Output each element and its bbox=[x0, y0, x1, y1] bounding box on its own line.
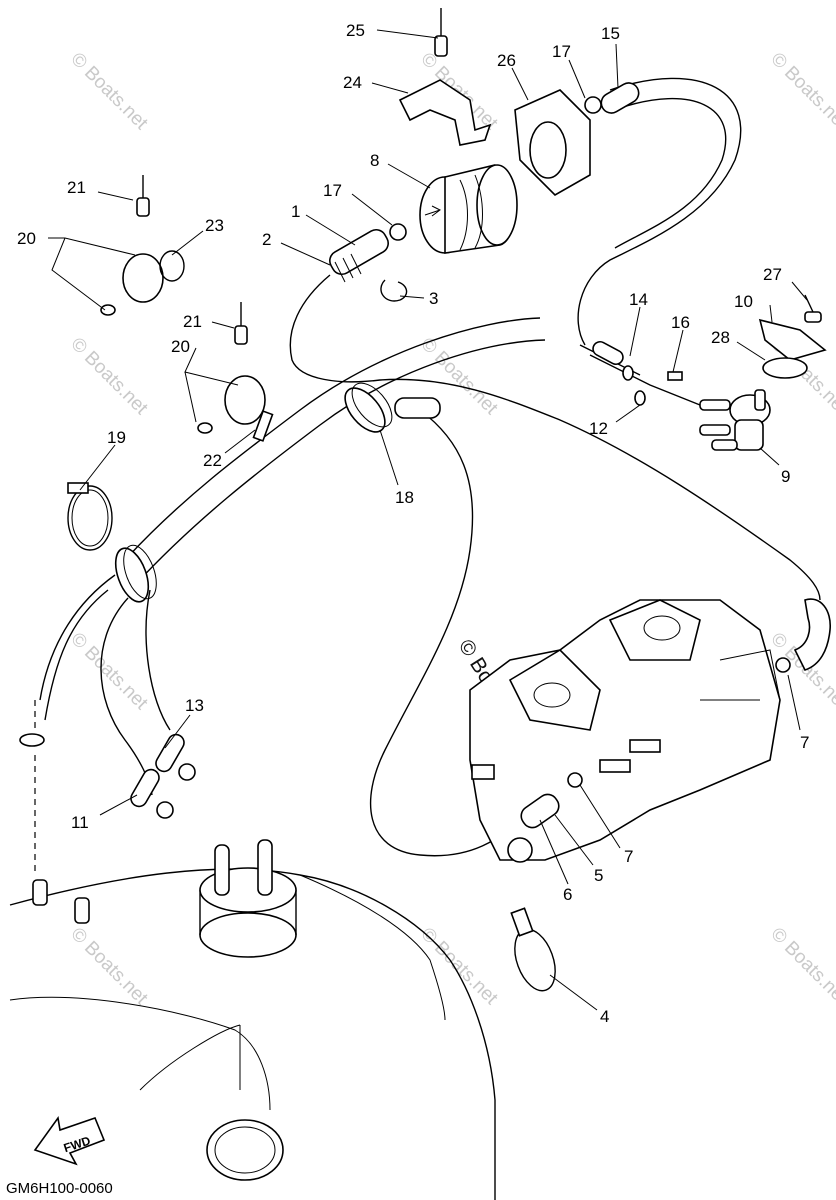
callout-17[interactable]: 17 bbox=[552, 42, 571, 61]
callout-22[interactable]: 22 bbox=[203, 451, 222, 470]
fuel-tank bbox=[9, 839, 496, 1200]
callout-25[interactable]: 25 bbox=[346, 21, 365, 40]
callout-18[interactable]: 18 bbox=[395, 488, 414, 507]
callout-6[interactable]: 6 bbox=[563, 885, 572, 904]
callout-15[interactable]: 15 bbox=[601, 24, 620, 43]
callout-2[interactable]: 2 bbox=[262, 230, 271, 249]
carburetor-assembly bbox=[469, 599, 781, 863]
hose-clip bbox=[156, 801, 174, 819]
part-12-clip bbox=[634, 390, 646, 406]
callout-20[interactable]: 20 bbox=[17, 229, 36, 248]
part-25-rivet bbox=[434, 8, 448, 57]
part-21-rivet bbox=[234, 302, 248, 345]
callout-4[interactable]: 4 bbox=[600, 1007, 609, 1026]
callout-9[interactable]: 9 bbox=[781, 467, 790, 486]
part-22-tie bbox=[252, 410, 274, 442]
callout-13[interactable]: 13 bbox=[185, 696, 204, 715]
hose-ring bbox=[114, 547, 150, 603]
callout-21[interactable]: 21 bbox=[183, 312, 202, 331]
part-7-clip bbox=[775, 657, 791, 673]
part-8-filter bbox=[419, 164, 518, 254]
part-1-hose bbox=[329, 228, 389, 283]
callout-1[interactable]: 1 bbox=[291, 202, 300, 221]
part-15-hose bbox=[600, 82, 640, 114]
part-12-clip bbox=[622, 365, 634, 381]
callout-19[interactable]: 19 bbox=[107, 428, 126, 447]
callout-12[interactable]: 12 bbox=[589, 419, 608, 438]
part-19-band bbox=[67, 482, 113, 551]
part-13-hose bbox=[155, 733, 185, 773]
part-23-band bbox=[159, 250, 185, 282]
callout-21[interactable]: 21 bbox=[67, 178, 86, 197]
part-10-gasket bbox=[758, 318, 827, 361]
part-3-clip bbox=[380, 279, 408, 302]
part-28-plate bbox=[762, 357, 808, 379]
callout-26[interactable]: 26 bbox=[497, 51, 516, 70]
hose-clip bbox=[19, 733, 45, 747]
parts bbox=[19, 8, 831, 992]
part-21-rivet bbox=[136, 175, 150, 217]
washer bbox=[100, 304, 116, 316]
washer bbox=[197, 422, 213, 434]
part-14-hose bbox=[592, 340, 624, 366]
callout-8[interactable]: 8 bbox=[370, 151, 379, 170]
reference-code: GM6H100-0060 bbox=[6, 1180, 113, 1197]
callout-23[interactable]: 23 bbox=[205, 216, 224, 235]
part-11-hose bbox=[130, 768, 160, 808]
callouts: 25 24 26 17 15 8 17 1 2 3 21 20 23 21 20… bbox=[17, 21, 809, 1026]
callout-24[interactable]: 24 bbox=[343, 73, 362, 92]
part-24-bracket bbox=[398, 79, 492, 146]
part-20-clamp bbox=[224, 375, 266, 425]
part-27-screw bbox=[804, 294, 822, 323]
callout-11[interactable]: 11 bbox=[71, 813, 89, 832]
watermark-text: © Boats.net bbox=[66, 334, 152, 420]
watermark-text: © Boats.net bbox=[66, 629, 152, 715]
callout-7[interactable]: 7 bbox=[624, 847, 633, 866]
hose-elbow bbox=[793, 598, 831, 671]
part-18-grommet bbox=[344, 382, 441, 433]
watermark-text: © Boats.net bbox=[766, 49, 836, 135]
part-16-clip bbox=[667, 371, 683, 381]
hose-ring bbox=[123, 544, 157, 600]
callout-3[interactable]: 3 bbox=[429, 289, 438, 308]
callout-7[interactable]: 7 bbox=[800, 733, 809, 752]
leader-lines bbox=[48, 29, 808, 1011]
part-17-clip bbox=[389, 223, 407, 241]
callout-16[interactable]: 16 bbox=[671, 313, 690, 332]
fwd-arrow-icon: FWD bbox=[33, 1115, 106, 1166]
part-20-clamp bbox=[122, 253, 164, 303]
callout-14[interactable]: 14 bbox=[629, 290, 648, 309]
watermark-text: © Boats.net bbox=[766, 924, 836, 1010]
callout-10[interactable]: 10 bbox=[734, 292, 753, 311]
watermark-text: © Boats.net bbox=[66, 49, 152, 135]
callout-17[interactable]: 17 bbox=[323, 181, 342, 200]
part-5-hose-end bbox=[520, 793, 560, 829]
callout-27[interactable]: 27 bbox=[763, 265, 782, 284]
part-17-clip bbox=[584, 96, 602, 114]
callout-5[interactable]: 5 bbox=[594, 866, 603, 885]
part-9-valve bbox=[699, 389, 771, 451]
hose-clip bbox=[178, 763, 196, 781]
part-7-clip bbox=[567, 772, 583, 788]
part-4-band bbox=[510, 907, 556, 992]
callout-28[interactable]: 28 bbox=[711, 328, 730, 347]
callout-20[interactable]: 20 bbox=[171, 337, 190, 356]
watermark-text: © Boats.net bbox=[66, 924, 152, 1010]
